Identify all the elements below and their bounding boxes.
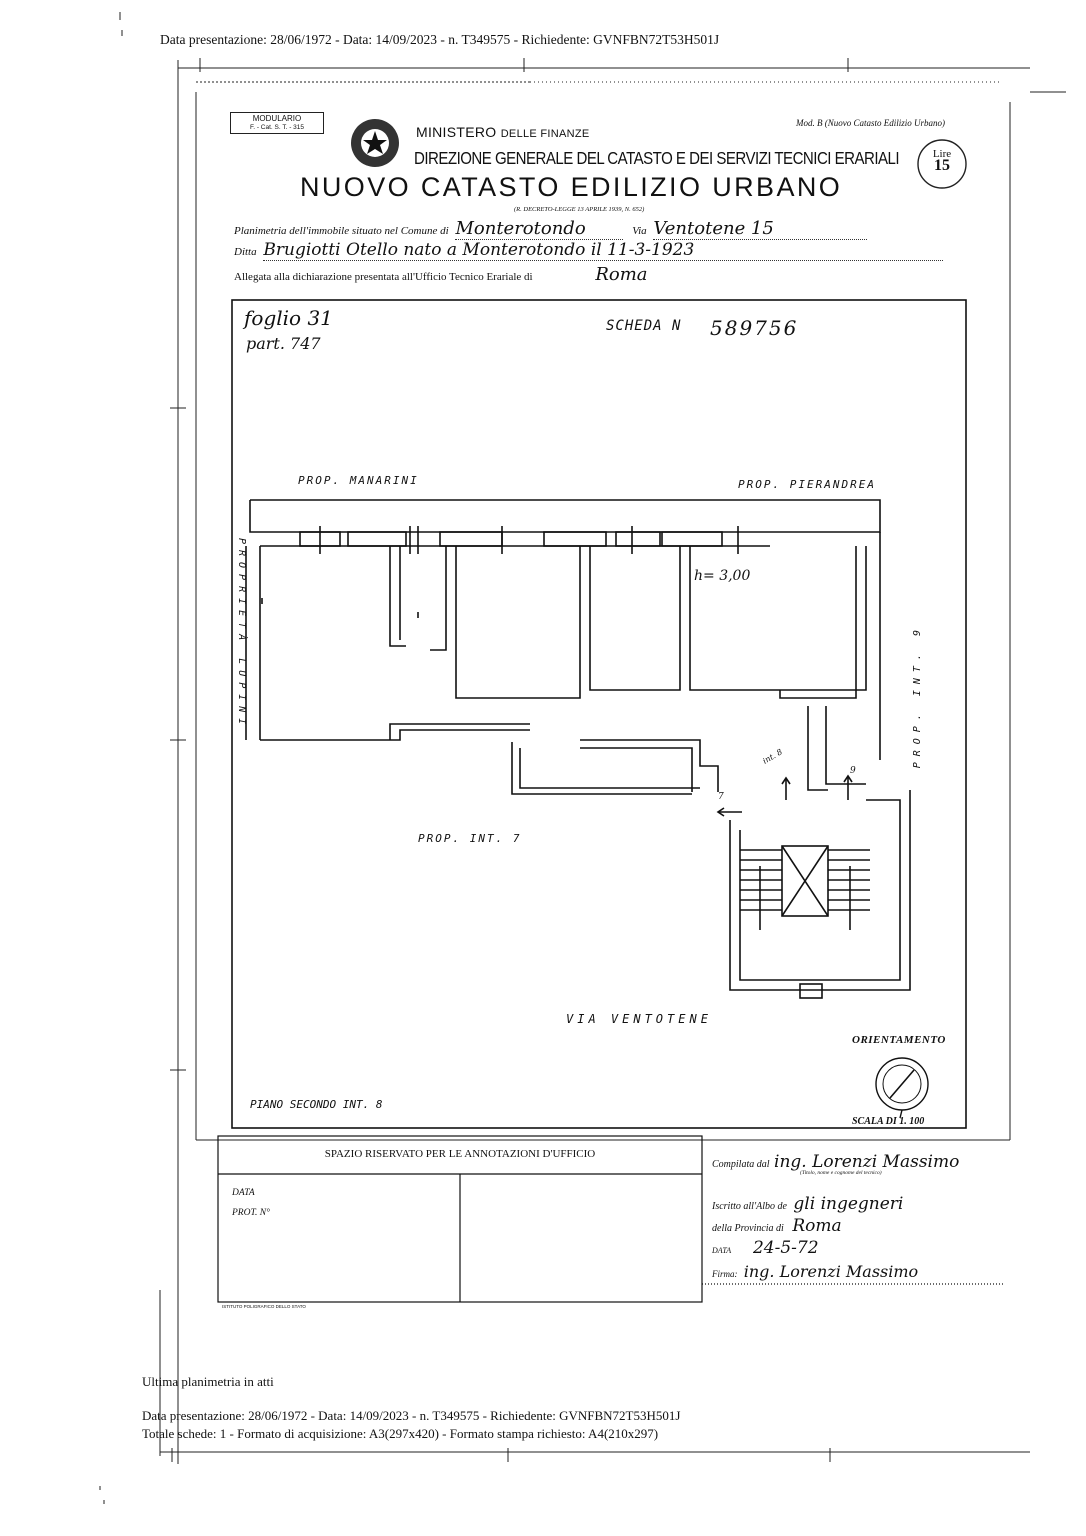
comune-value: Monterotondo — [455, 218, 624, 240]
provincia-value: Roma — [792, 1216, 842, 1236]
foglio-label: foglio 31 — [244, 306, 333, 330]
orientation-label: ORIENTAMENTO — [852, 1034, 946, 1046]
reserved-title: SPAZIO RISERVATO PER LE ANNOTAZIONI D'UF… — [324, 1148, 596, 1160]
prop-west: PROPRIETÀ LUPINI — [236, 538, 247, 731]
firma-row: Firma: ing. Lorenzi Massimo — [712, 1262, 1002, 1281]
footer-presentation: Data presentazione: 28/06/1972 - Data: 1… — [142, 1408, 681, 1423]
comune-row: Planimetria dell'immobile situato nel Co… — [234, 218, 964, 240]
allegata-label: Allegata alla dichiarazione presentata a… — [234, 271, 533, 283]
ditta-row: Ditta Brugiotti Otello nato a Monteroton… — [234, 240, 964, 261]
height-label: h= 3,00 — [694, 568, 751, 584]
modulario-label: MODULARIO — [252, 114, 302, 123]
compilata-value: ing. Lorenzi Massimo — [774, 1152, 960, 1172]
compilata-note: (Titolo, nome e cognome del tecnico) — [800, 1170, 882, 1176]
office-prot-label: PROT. N° — [232, 1208, 270, 1218]
iscritto-row: Iscritto all'Albo de gli ingegneri — [712, 1194, 1002, 1214]
data2-label: DATA — [712, 1246, 731, 1255]
scheda-label: SCHEDA N — [606, 318, 682, 334]
iscritto-value: gli ingegneri — [793, 1194, 904, 1214]
ditta-value: Brugiotti Otello nato a Monterotondo il … — [263, 240, 944, 261]
ufficio-value: Roma — [595, 264, 648, 285]
prop-east: PROP. INT. 9 — [912, 624, 923, 769]
provincia-row: della Provincia di Roma — [712, 1216, 1002, 1236]
prop-north-right: PROP. PIERANDREA — [738, 478, 876, 491]
provincia-label: della Provincia di — [712, 1223, 784, 1234]
allegata-row: Allegata alla dichiarazione presentata a… — [234, 264, 964, 285]
prop-north-left: PROP. MANARINI — [298, 474, 419, 487]
form-title: NUOVO CATASTO EDILIZIO URBANO — [300, 172, 843, 202]
direction-heading: DIREZIONE GENERALE DEL CATASTO E DEI SER… — [414, 148, 900, 168]
via-label: Via — [632, 225, 647, 237]
int7-small-label: 7 — [718, 792, 724, 802]
floor-plan-walls — [245, 499, 911, 999]
footer-totale: Totale schede: 1 - Formato di acquisizio… — [142, 1426, 659, 1441]
ministry-word: MINISTERO — [416, 124, 497, 140]
office-table-lines — [217, 1135, 1004, 1303]
street-label: VIA VENTOTENE — [566, 1012, 712, 1026]
ditta-label: Ditta — [234, 246, 257, 258]
prop-int7-label: PROP. INT. 7 — [418, 832, 522, 845]
header-presentation-line: Data presentazione: 28/06/1972 - Data: 1… — [160, 32, 720, 47]
via-value: Ventotene 15 — [653, 218, 868, 240]
floor-label: PIANO SECONDO INT. 8 — [250, 1098, 383, 1111]
modulario-box: MODULARIO F. - Cat. S. T. - 315 — [230, 112, 324, 134]
compass-graphic — [875, 1057, 929, 1119]
data2-row: DATA 24-5-72 — [712, 1238, 1002, 1258]
int9-small-label: 9 — [850, 766, 856, 776]
footer-ultima: Ultima planimetria in atti — [142, 1374, 274, 1389]
ministry-heading: MINISTERO DELLE FINANZE — [416, 124, 590, 140]
printer-note: ISTITUTO POLIGRAFICO DELLO STATO — [222, 1304, 306, 1309]
ministry-rest: DELLE FINANZE — [500, 128, 590, 140]
planimetria-label: Planimetria dell'immobile situato nel Co… — [234, 225, 449, 237]
firma-value: ing. Lorenzi Massimo — [743, 1262, 919, 1281]
iscritto-label: Iscritto all'Albo de — [712, 1201, 787, 1212]
data2-value: 24-5-72 — [752, 1238, 819, 1258]
lire-stamp: Lire 15 — [926, 148, 958, 174]
lire-value: 15 — [934, 157, 950, 174]
firma-label: Firma: — [712, 1269, 738, 1279]
part-label: part. 747 — [246, 334, 321, 353]
mod-b-label: Mod. B (Nuovo Catasto Edilizio Urbano) — [796, 118, 945, 128]
scale-label: SCALA DI 1. 100 — [852, 1116, 925, 1127]
compilata-label: Compilata dal — [712, 1159, 770, 1170]
emblem-graphic — [351, 119, 399, 167]
lire-label: Lire — [932, 148, 952, 160]
compilata-row: Compilata dal ing. Lorenzi Massimo — [712, 1152, 1002, 1172]
office-data-label: DATA — [232, 1188, 255, 1198]
modulario-code: F. - Cat. S. T. - 315 — [249, 124, 305, 131]
scheda-number: 589756 — [710, 316, 799, 340]
decree-note: (R. DECRETO-LEGGE 13 APRILE 1939, N. 652… — [514, 206, 645, 213]
